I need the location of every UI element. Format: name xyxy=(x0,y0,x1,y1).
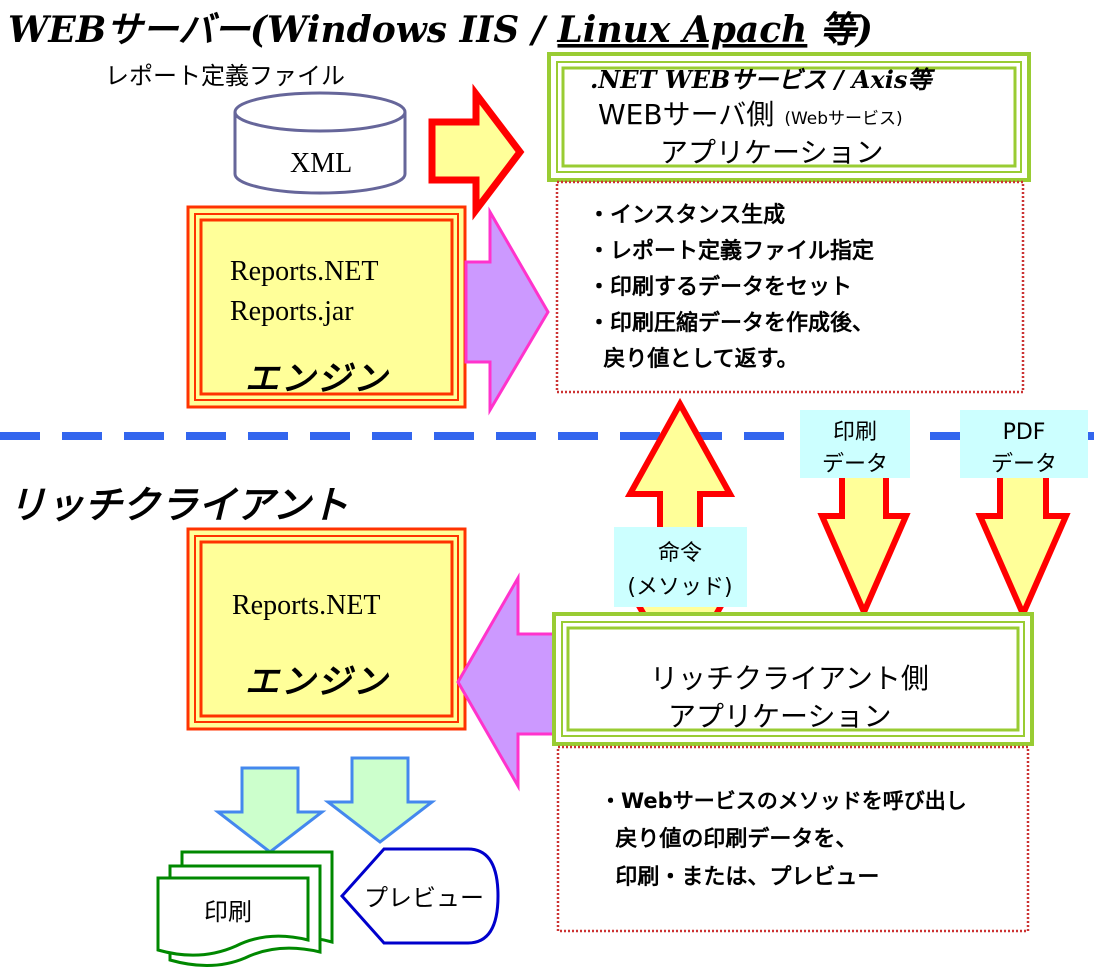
web-app-line-1: .NET WEBサービス / Axis等 xyxy=(590,65,935,94)
print-label: 印刷 xyxy=(204,898,252,926)
arrow-engine-to-steps xyxy=(464,206,550,416)
command-label-line-1: 命令 xyxy=(658,541,702,566)
server-step-1: ・インスタンス生成 xyxy=(588,203,785,228)
server-step-5: 戻り値として返す。 xyxy=(588,346,798,372)
pdf-data-label-line-1: PDF xyxy=(1003,420,1046,445)
server-engine-line-1: Reports.NET xyxy=(230,256,379,287)
server-step-4: ・印刷圧縮データを作成後、 xyxy=(588,310,874,336)
server-steps-box xyxy=(555,180,1025,394)
client-engine-line: Reports.NET xyxy=(232,590,381,621)
arrow-to-print xyxy=(213,766,327,854)
web-app-line-2: WEBサーバ側(Webサービス) xyxy=(598,98,903,131)
command-label-bg xyxy=(614,527,747,607)
print-data-label-line-1: 印刷 xyxy=(833,420,877,445)
arrow-app-to-client-engine xyxy=(456,572,568,792)
pdf-data-label-line-2: データ xyxy=(991,452,1057,477)
print-data-label-line-2: データ xyxy=(822,452,888,477)
client-step-1: ・Webサービスのメソッドを呼び出し xyxy=(600,789,967,813)
preview-display-icon xyxy=(339,847,500,945)
xml-database-icon xyxy=(233,91,407,195)
web-server-app-box xyxy=(547,52,1031,182)
command-label-line-2: (メソッド) xyxy=(627,575,732,600)
client-section-title: リッチクライアント xyxy=(8,482,348,527)
web-app-line-3: アプリケーション xyxy=(660,136,883,169)
preview-label: プレビュー xyxy=(364,884,484,912)
client-app-line-1: リッチクライアント側 xyxy=(650,662,929,695)
pdf-data-arrow xyxy=(975,461,1071,622)
client-engine-box xyxy=(186,527,467,731)
print-data-arrow xyxy=(817,461,911,620)
server-step-2: ・レポート定義ファイル指定 xyxy=(588,238,874,264)
arrow-xml-to-app xyxy=(428,83,525,221)
client-app-box xyxy=(552,612,1034,746)
client-step-2: 戻り値の印刷データを、 xyxy=(600,826,857,852)
server-engine-line-2: Reports.jar xyxy=(230,296,354,327)
client-steps-box xyxy=(556,745,1030,933)
xml-label: XML xyxy=(290,148,352,179)
server-engine-box xyxy=(186,205,467,409)
server-step-3: ・印刷するデータをセット xyxy=(588,274,852,300)
client-app-line-2: アプリケーション xyxy=(668,700,891,733)
print-document-icon xyxy=(156,850,334,968)
server-section-title: WEBサーバー(Windows IIS / Linux Apach 等) xyxy=(8,9,873,51)
report-definition-label: レポート定義ファイル xyxy=(105,62,345,90)
server-engine-label: エンジン xyxy=(245,359,390,399)
print-data-label-bg xyxy=(800,410,910,478)
client-engine-label: エンジン xyxy=(245,662,390,702)
client-step-3: 印刷・または、プレビュー xyxy=(600,865,879,890)
pdf-data-label-bg xyxy=(960,410,1088,478)
arrow-to-preview xyxy=(323,756,437,844)
